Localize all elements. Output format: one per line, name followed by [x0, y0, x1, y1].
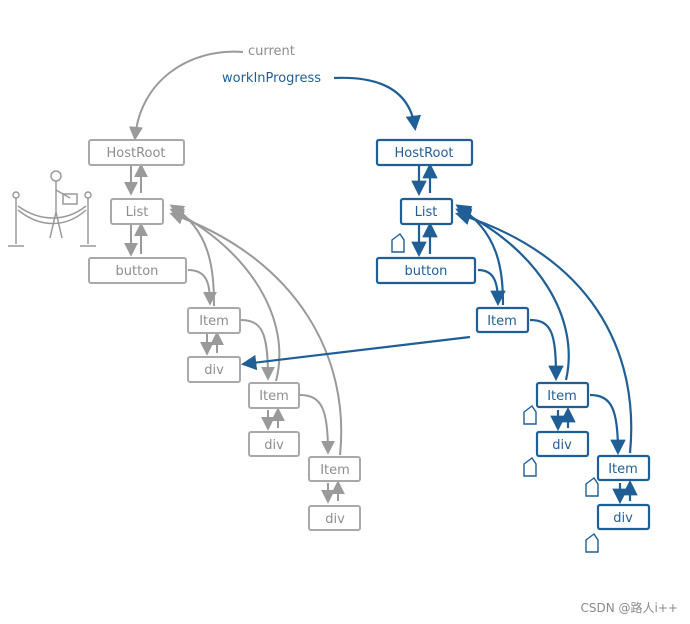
wip-hostroot-label: HostRoot: [394, 146, 453, 161]
wip-item-label-2: Item: [547, 389, 577, 404]
wip-list-label: List: [415, 205, 438, 220]
wip-button-label: button: [405, 264, 448, 279]
watermark: CSDN @路人i++: [580, 601, 678, 615]
current-item-label-2: Item: [259, 389, 289, 404]
current-div-label-2: div: [264, 438, 284, 453]
wip-pointer-arrow: [333, 76, 422, 132]
current-hostroot-label: HostRoot: [106, 146, 165, 161]
current-div-node-2: div: [248, 431, 300, 457]
current-pointer-arrow: [128, 50, 244, 141]
current-div-label-3: div: [325, 512, 345, 527]
current-list-label: List: [126, 205, 149, 220]
wip-div-label-2: div: [552, 438, 572, 453]
current-button-label: button: [116, 264, 159, 279]
current-item-label-3: Item: [320, 463, 350, 478]
wip-button-node: button: [375, 256, 477, 285]
current-item-node-1: Item: [187, 307, 241, 334]
update-tag-icons: [391, 232, 599, 553]
current-div-node-3: div: [308, 505, 361, 531]
current-item-node-3: Item: [308, 456, 361, 482]
wip-div-node-3: div: [596, 503, 651, 531]
wip-item-node-1: Item: [475, 306, 530, 334]
museum-stanchion-icon: [8, 170, 96, 247]
current-list-node: List: [110, 198, 164, 225]
current-item-label-1: Item: [199, 314, 229, 329]
wip-item-label-3: Item: [608, 462, 638, 477]
current-div-label-1: div: [204, 363, 224, 378]
current-div-node-1: div: [187, 356, 241, 383]
wip-list-node: List: [399, 197, 454, 226]
current-label: current: [248, 44, 295, 59]
current-button-node: button: [88, 257, 187, 284]
wip-hostroot-node: HostRoot: [375, 138, 474, 167]
wip-edges: [240, 162, 638, 505]
current-edges: [124, 163, 345, 504]
wip-div-node-2: div: [535, 430, 590, 458]
current-hostroot-node: HostRoot: [88, 139, 185, 166]
current-item-node-2: Item: [248, 382, 300, 409]
work-in-progress-label: workInProgress: [222, 71, 321, 86]
wip-item-label-1: Item: [487, 314, 517, 329]
wip-div-label-3: div: [613, 511, 633, 526]
wip-item-node-3: Item: [596, 454, 651, 482]
wip-item-node-2: Item: [535, 381, 590, 409]
